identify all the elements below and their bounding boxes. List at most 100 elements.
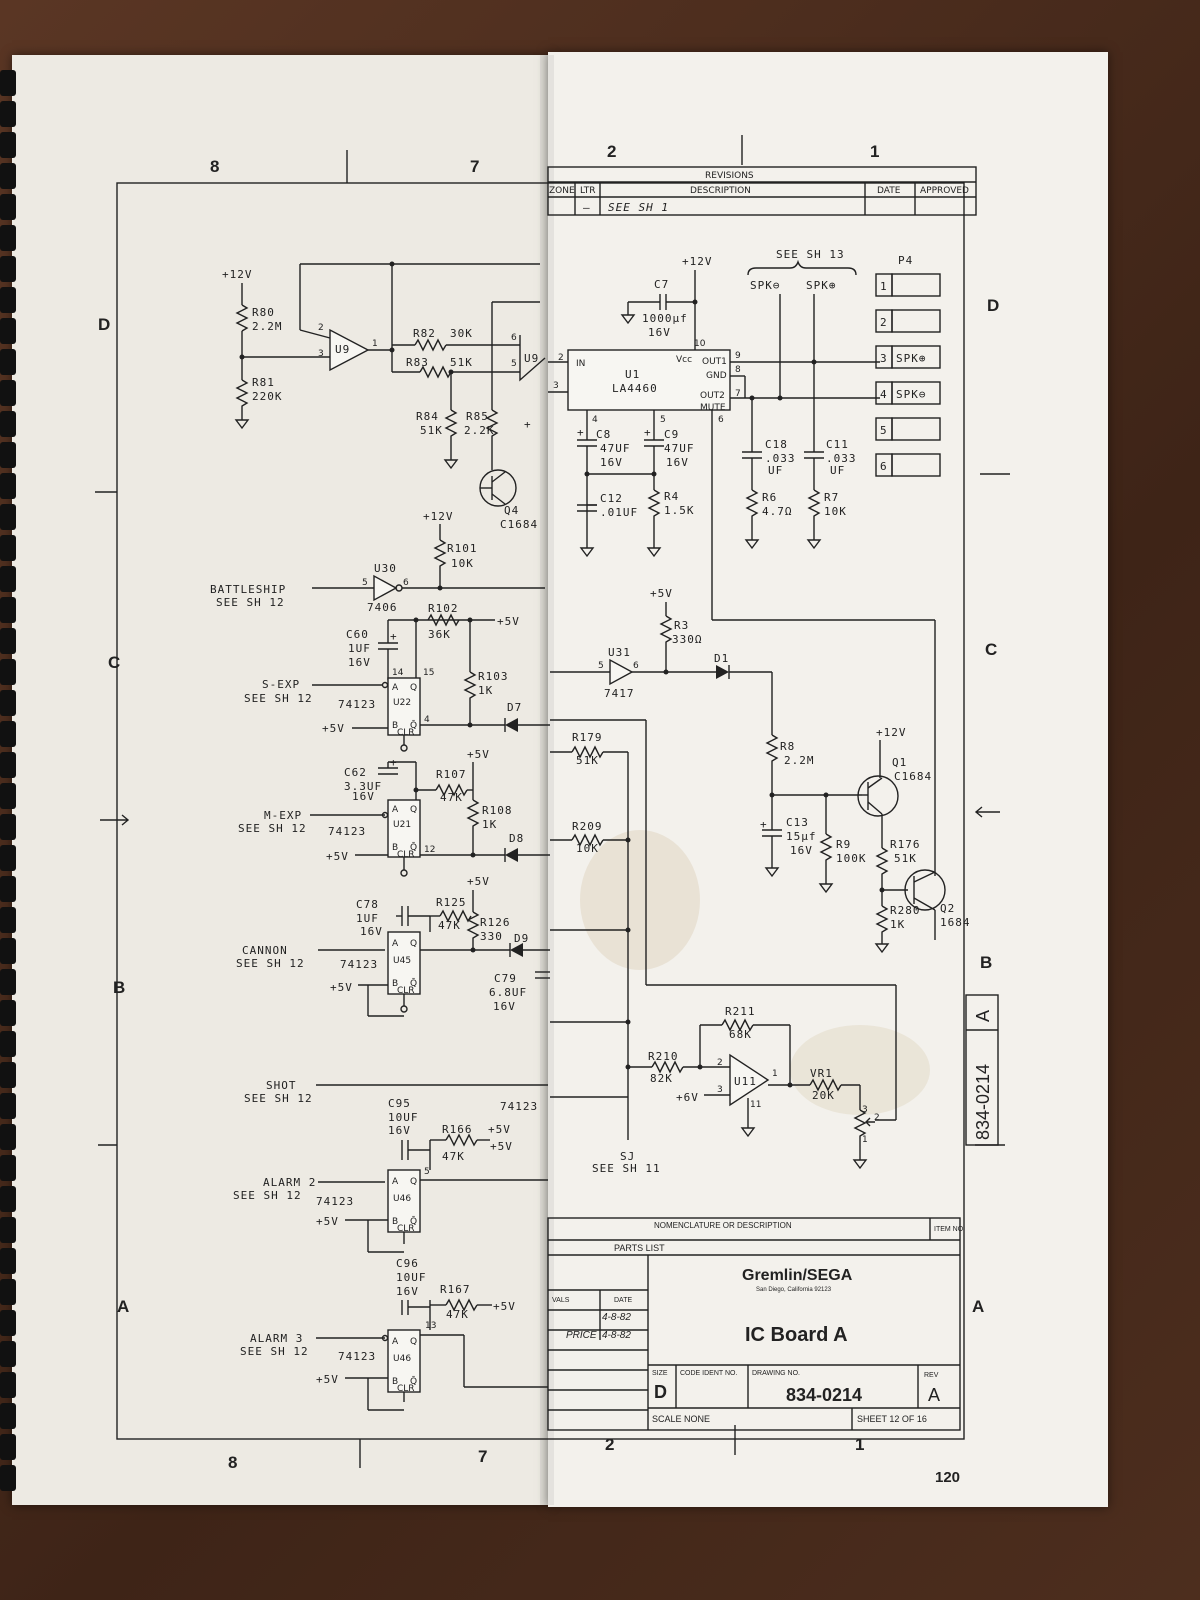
approvals-label: VALS (552, 1297, 570, 1304)
svg-text:C78: C78 (356, 898, 379, 911)
svg-text:51K: 51K (894, 852, 917, 865)
svg-text:74123: 74123 (328, 825, 366, 838)
svg-text:D1: D1 (714, 652, 729, 665)
svg-text:SJ: SJ (620, 1150, 635, 1163)
svg-text:16V: 16V (790, 844, 813, 857)
svg-text:R211: R211 (725, 1005, 756, 1018)
svg-text:330Ω: 330Ω (672, 633, 703, 646)
svg-text:R9: R9 (836, 838, 851, 851)
binding-ring (0, 1186, 16, 1212)
opamp-u11 (729, 1053, 770, 1107)
svg-text:1: 1 (372, 339, 378, 349)
svg-text:R81: R81 (252, 376, 275, 389)
svg-text:2.2M: 2.2M (784, 754, 815, 767)
binding-ring (0, 907, 16, 933)
svg-text:ALARM 2: ALARM 2 (263, 1176, 316, 1189)
svg-text:1684: 1684 (940, 916, 971, 929)
pin-number: 1 (880, 280, 888, 293)
svg-text:OUT1: OUT1 (702, 357, 727, 367)
date-2: 4-8-82 (602, 1330, 631, 1341)
title-block: NOMENCLATURE OR DESCRIPTION ITEM NO. PAR… (547, 1217, 965, 1431)
svg-text:10UF: 10UF (388, 1111, 419, 1124)
rev-approved-header: APPROVED (920, 186, 969, 196)
svg-text:3: 3 (717, 1085, 723, 1095)
svg-text:13: 13 (425, 1321, 436, 1331)
rev-ltr-header: LTR (580, 186, 596, 196)
svg-text:CLR: CLR (397, 1224, 415, 1234)
svg-text:3: 3 (553, 381, 559, 391)
svg-text:74123: 74123 (316, 1195, 354, 1208)
svg-text:VR1: VR1 (810, 1067, 833, 1080)
svg-text:16V: 16V (360, 925, 383, 938)
svg-text:2: 2 (558, 353, 564, 363)
svg-text:P4: P4 (898, 254, 913, 267)
svg-text:UF: UF (768, 464, 783, 477)
binding-ring (0, 721, 16, 747)
svg-text:U1: U1 (625, 368, 640, 381)
svg-text:IN: IN (576, 359, 585, 369)
svg-text:+: + (644, 426, 652, 439)
svg-text:10K: 10K (451, 557, 474, 570)
drawing-no-label: DRAWING NO. (752, 1370, 800, 1377)
svg-text:R8: R8 (780, 740, 795, 753)
binding-ring (0, 876, 16, 902)
svg-text:S-EXP: S-EXP (262, 678, 300, 691)
svg-text:47K: 47K (442, 1150, 465, 1163)
svg-text:1.5K: 1.5K (664, 504, 695, 517)
svg-text:82K: 82K (650, 1072, 673, 1085)
svg-text:8: 8 (735, 365, 741, 375)
zone-right-A: A (972, 1297, 984, 1316)
svg-text:16V: 16V (666, 456, 689, 469)
svg-text:+: + (390, 630, 398, 643)
svg-text:220K: 220K (252, 390, 283, 403)
svg-text:4: 4 (592, 415, 598, 425)
svg-text:16V: 16V (352, 790, 375, 803)
svg-text:10UF: 10UF (396, 1271, 427, 1284)
svg-text:5: 5 (598, 661, 604, 671)
svg-text:+6V: +6V (676, 1091, 699, 1104)
pin-label-box (891, 417, 941, 441)
pin-label: SPK⊖ (896, 388, 927, 401)
svg-text:C1684: C1684 (500, 518, 538, 531)
svg-text:U11: U11 (734, 1075, 757, 1088)
transistor-q1 (857, 775, 899, 817)
binding-ring (0, 566, 16, 592)
svg-text:1UF: 1UF (356, 912, 379, 925)
binding-ring (0, 256, 16, 282)
binding-ring (0, 659, 16, 685)
svg-text:Q̄: Q̄ (410, 1215, 417, 1227)
summing-amp: R179 51K R209 10K R210 82K R211 68K (550, 719, 897, 1175)
svg-text:9: 9 (735, 351, 741, 361)
svg-text:+5V: +5V (330, 981, 353, 994)
pin-number: 4 (880, 388, 888, 401)
svg-text:+5V: +5V (650, 587, 673, 600)
binding-ring (0, 535, 16, 561)
svg-text:14: 14 (392, 668, 404, 678)
svg-text:+: + (390, 756, 398, 769)
sheet-number: SHEET 12 OF 16 (857, 1414, 927, 1424)
zone-left-B: B (113, 978, 125, 997)
opamp-u9 (329, 328, 370, 372)
binding-ring (0, 1248, 16, 1274)
ic-u22 (387, 677, 421, 736)
svg-text:10K: 10K (576, 842, 599, 855)
svg-text:SPK⊖: SPK⊖ (750, 279, 781, 292)
svg-text:GND: GND (706, 371, 727, 381)
svg-text:R209: R209 (572, 820, 603, 833)
binding-ring (0, 1124, 16, 1150)
zone-bottom-1: 1 (855, 1435, 864, 1454)
svg-text:SEE SH 12: SEE SH 12 (240, 1345, 309, 1358)
svg-text:16V: 16V (493, 1000, 516, 1013)
svg-text:R126: R126 (480, 916, 511, 929)
water-stain-2 (790, 1025, 930, 1115)
binding-ring (0, 969, 16, 995)
svg-text:Q: Q (410, 805, 417, 815)
water-stain (580, 830, 700, 970)
svg-text:A: A (392, 1337, 399, 1347)
svg-text:+: + (524, 418, 532, 431)
ic-u46-alarm2 (387, 1169, 421, 1233)
svg-text:16V: 16V (396, 1285, 419, 1298)
svg-text:+5V: +5V (316, 1373, 339, 1386)
svg-text:.033: .033 (765, 452, 796, 465)
